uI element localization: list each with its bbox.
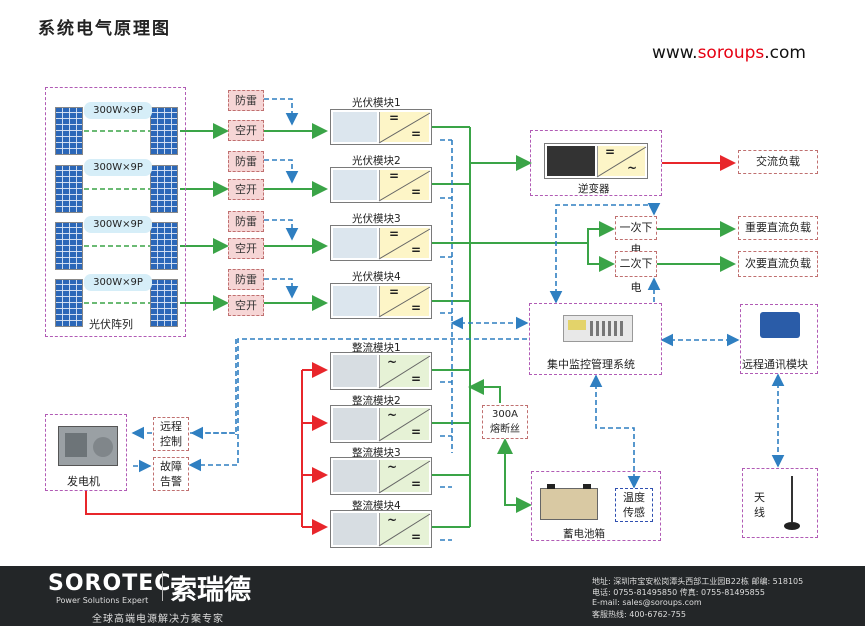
battery-icon (540, 484, 598, 520)
inverter-box[interactable] (530, 130, 662, 196)
fault-alarm-box[interactable]: 故障 告警 (153, 457, 189, 491)
solar-panel-icon (150, 222, 178, 270)
spd-box-2[interactable]: 防雷 (228, 151, 264, 172)
footer-address: 地址: 深圳市宝安松岗潭头西部工业园B22栋 邮编: 518105 (592, 577, 804, 586)
monitor-panel-icon (563, 315, 633, 342)
breaker-box-3[interactable]: 空开 (228, 238, 264, 259)
logo-subtitle: Power Solutions Expert (56, 596, 149, 605)
pv-module-4[interactable]: = = (330, 283, 432, 319)
pv-module-1[interactable]: = = (330, 109, 432, 145)
rect-module-4[interactable]: ~ = (330, 510, 432, 548)
battery-label: 蓄电池箱 (563, 528, 605, 540)
breaker-box-4[interactable]: 空开 (228, 295, 264, 316)
pv-string-label: 300W×9P (84, 159, 152, 176)
monitor-system-box[interactable] (529, 303, 662, 375)
antenna-box[interactable] (742, 468, 818, 538)
second-power-off-box[interactable]: 二次下电 (615, 251, 657, 294)
solar-panel-icon (55, 222, 83, 270)
inverter-unit: = ~ (544, 143, 648, 179)
pv-array-box (45, 87, 186, 337)
page-title: 系统电气原理图 (38, 19, 171, 39)
important-dc-load-box[interactable]: 重要直流负载 (738, 216, 818, 240)
solar-panel-icon (55, 165, 83, 213)
rect-module-label: 整流模块3 (352, 447, 401, 459)
spd-box-3[interactable]: 防雷 (228, 211, 264, 232)
ac-load-box[interactable]: 交流负载 (738, 150, 818, 174)
antenna-label: 天 线 (754, 491, 765, 519)
footer-bar (0, 566, 865, 626)
footer-slogan: 全球高端电源解决方案专家 (92, 614, 224, 625)
solar-panel-icon (150, 107, 178, 155)
remote-comm-box[interactable] (740, 304, 818, 374)
solar-panel-icon (150, 165, 178, 213)
breaker-box-2[interactable]: 空开 (228, 179, 264, 200)
spd-box-4[interactable]: 防雷 (228, 269, 264, 290)
logo-cn: 索瑞德 (170, 575, 251, 606)
temp-sensor-box[interactable]: 温度 传感 (615, 488, 653, 522)
rect-module-label: 整流模块1 (352, 342, 401, 354)
first-power-off-box[interactable]: 一次下电 (615, 216, 657, 256)
footer-hotline: 客服热线: 400-6762-755 (592, 610, 686, 619)
rect-module-3[interactable]: ~ = (330, 457, 432, 495)
fuse-box[interactable]: 300A 熔断丝 (482, 405, 528, 439)
rect-module-1[interactable]: ~ = (330, 352, 432, 390)
pv-module-label: 光伏模块3 (352, 213, 401, 225)
rect-module-2[interactable]: ~ = (330, 405, 432, 443)
logo-en: SOROTEC (48, 571, 172, 596)
wiring-diagram (84, 98, 785, 541)
rect-module-label: 整流模块4 (352, 500, 401, 512)
remote-control-box[interactable]: 远程 控制 (153, 417, 189, 451)
remote-comm-label: 远程通讯模块 (742, 358, 808, 371)
battery-box[interactable] (531, 471, 661, 541)
pv-module-label: 光伏模块1 (352, 97, 401, 109)
secondary-dc-load-box[interactable]: 次要直流负载 (738, 251, 818, 277)
spd-box-1[interactable]: 防雷 (228, 90, 264, 111)
footer-email[interactable]: E-mail: sales@soroups.com (592, 598, 702, 607)
solar-panel-icon (55, 279, 83, 327)
module-device-icon (333, 112, 377, 142)
generator-box[interactable] (45, 414, 127, 491)
website-url[interactable]: www.soroups.com (652, 43, 806, 63)
inverter-device-icon (547, 146, 595, 176)
comm-module-icon (760, 312, 800, 338)
solar-panel-icon (55, 107, 83, 155)
pv-module-2[interactable]: = = (330, 167, 432, 203)
generator-label: 发电机 (67, 475, 100, 488)
pv-module-3[interactable]: = = (330, 225, 432, 261)
pv-string-label: 300W×9P (84, 274, 152, 291)
generator-icon (58, 426, 118, 466)
pv-module-label: 光伏模块2 (352, 155, 401, 167)
inverter-label: 逆变器 (578, 183, 610, 195)
pv-array-label: 光伏阵列 (89, 318, 133, 331)
rect-module-label: 整流模块2 (352, 395, 401, 407)
footer-phone: 电话: 0755-81495850 传真: 0755-81495855 (592, 588, 765, 597)
pv-string-label: 300W×9P (84, 216, 152, 233)
antenna-icon (784, 476, 800, 530)
solar-panel-icon (150, 279, 178, 327)
breaker-box-1[interactable]: 空开 (228, 120, 264, 141)
pv-string-label: 300W×9P (84, 102, 152, 119)
monitor-system-label: 集中监控管理系统 (547, 358, 635, 371)
pv-module-label: 光伏模块4 (352, 271, 401, 283)
